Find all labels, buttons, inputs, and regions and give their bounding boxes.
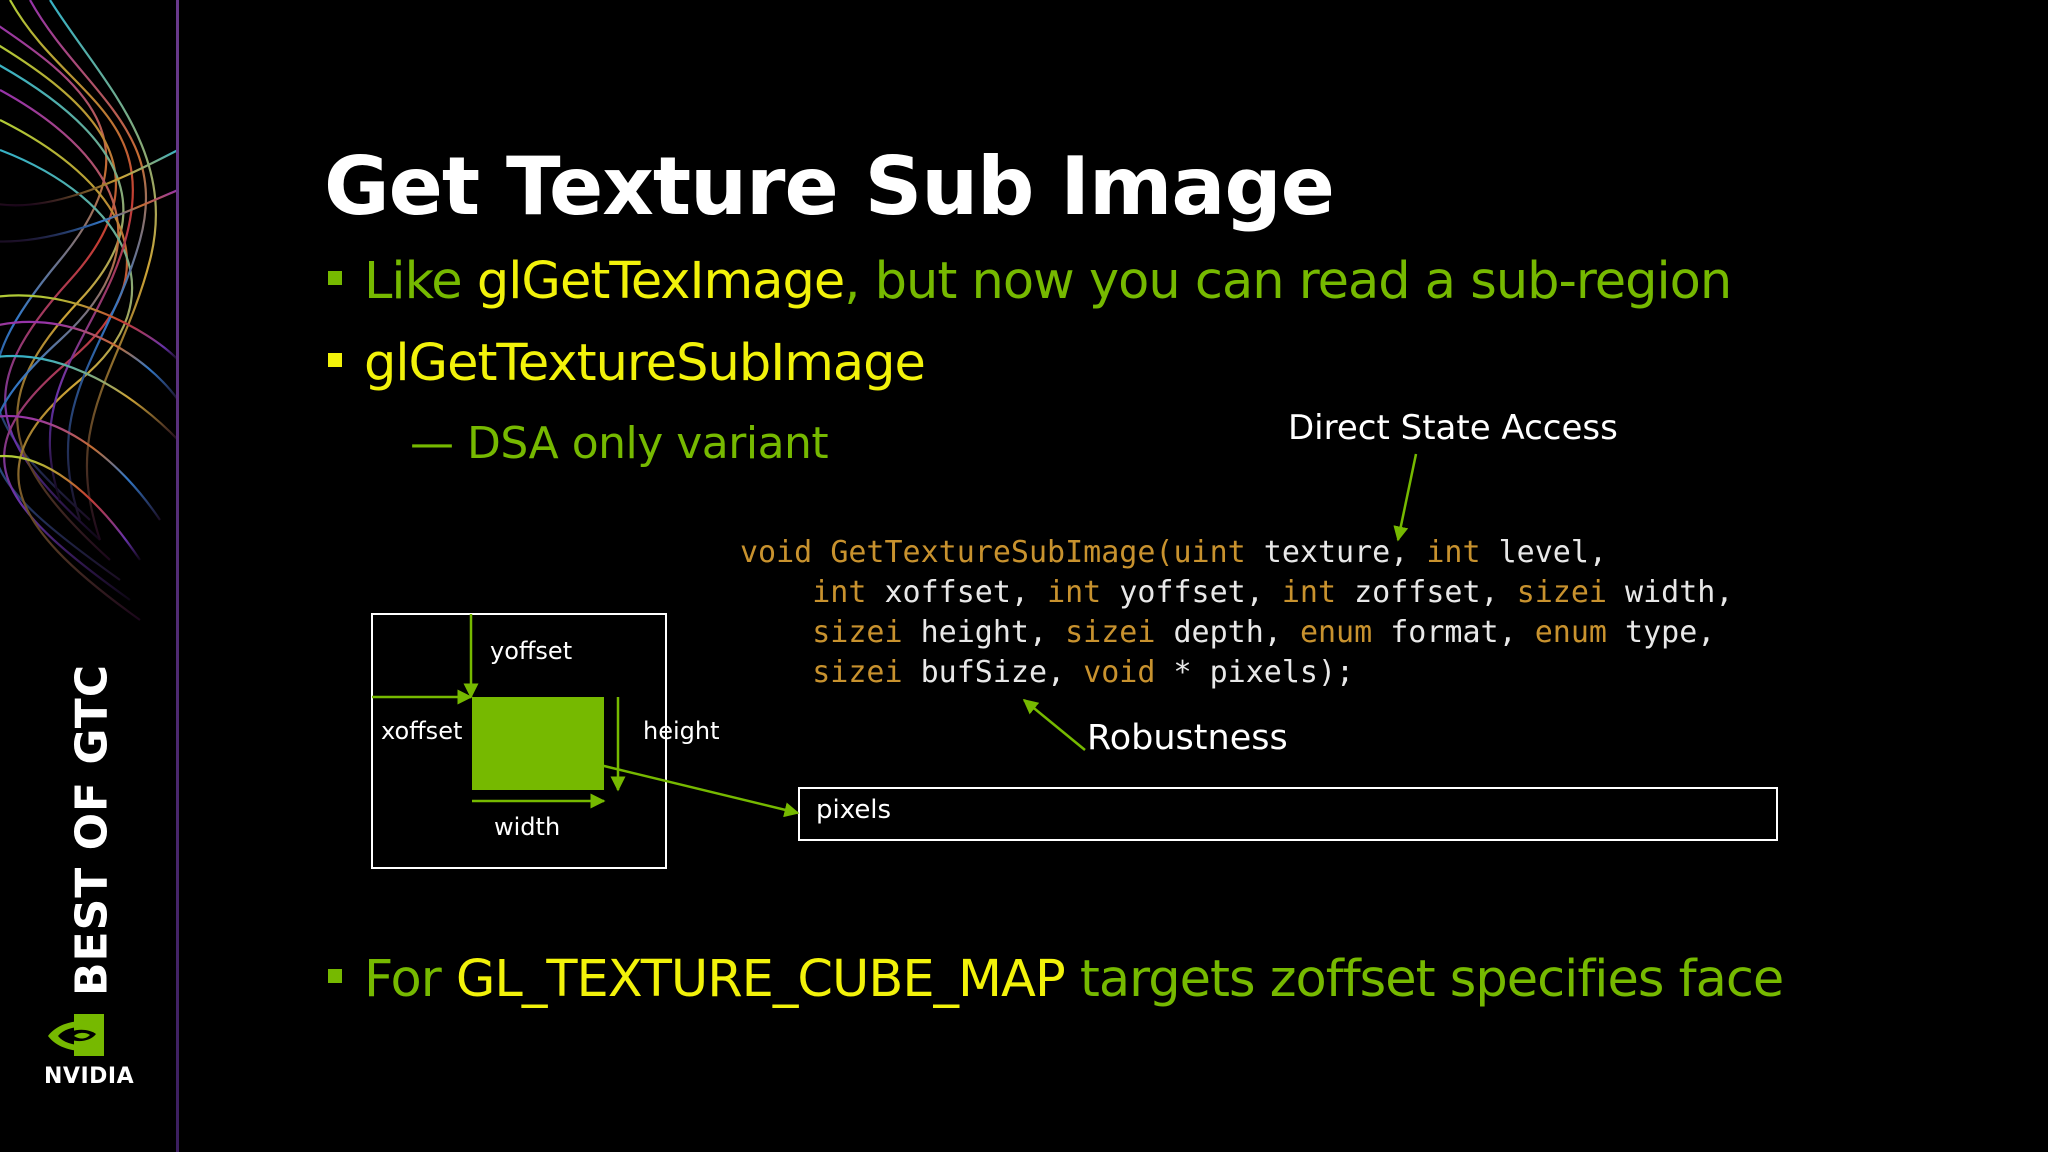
sub-region-rect	[472, 697, 604, 790]
copy-to-pixels-arrow	[600, 765, 798, 813]
dsa-arrow	[1398, 454, 1416, 540]
robustness-arrow	[1024, 700, 1085, 750]
